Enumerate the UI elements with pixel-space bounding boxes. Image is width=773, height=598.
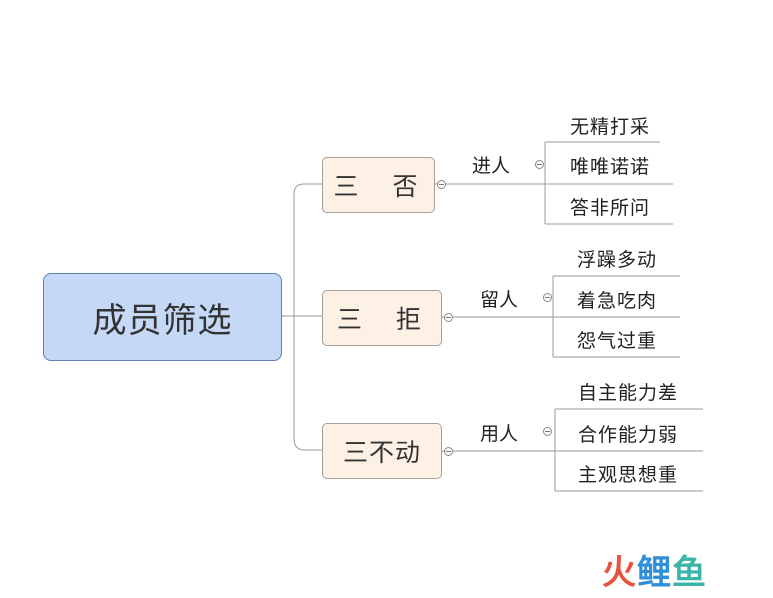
relation-label: 进人 bbox=[472, 155, 511, 177]
leaf-topic[interactable]: 着急吃肉 bbox=[577, 290, 658, 312]
logo-char: 鲤 bbox=[637, 552, 672, 593]
collapse-toggle-icon[interactable] bbox=[444, 313, 453, 322]
logo-char: 鱼 bbox=[672, 552, 707, 593]
root-topic[interactable]: 成员筛选 bbox=[43, 273, 282, 361]
leaf-topic[interactable]: 自主能力差 bbox=[578, 382, 679, 404]
collapse-toggle-icon[interactable] bbox=[535, 160, 544, 169]
branch-topic-label: 三 否 bbox=[333, 172, 424, 201]
leaf-topic[interactable]: 答非所问 bbox=[570, 197, 651, 219]
leaf-topic[interactable]: 主观思想重 bbox=[578, 464, 679, 486]
collapse-toggle-icon[interactable] bbox=[543, 293, 552, 302]
branch-topic-label: 三 拒 bbox=[337, 305, 427, 334]
branch-topic-2[interactable]: 三 拒 bbox=[322, 290, 442, 346]
relation-label: 用人 bbox=[480, 423, 519, 445]
watermark-logo: 火 鲤 鱼 bbox=[602, 548, 707, 593]
leaf-topic[interactable]: 无精打采 bbox=[570, 116, 651, 138]
relation-label: 留人 bbox=[480, 289, 519, 311]
leaf-topic[interactable]: 浮躁多动 bbox=[577, 249, 658, 271]
collapse-toggle-icon[interactable] bbox=[543, 427, 552, 436]
collapse-toggle-icon[interactable] bbox=[444, 447, 453, 456]
collapse-toggle-icon[interactable] bbox=[437, 180, 446, 189]
branch-topic-label: 三不动 bbox=[342, 438, 421, 467]
leaf-topic[interactable]: 怨气过重 bbox=[577, 330, 658, 352]
root-topic-label: 成员筛选 bbox=[92, 300, 233, 341]
leaf-topic[interactable]: 唯唯诺诺 bbox=[570, 156, 651, 178]
branch-topic-3[interactable]: 三不动 bbox=[322, 423, 442, 479]
leaf-topic[interactable]: 合作能力弱 bbox=[578, 424, 679, 446]
branch-topic-1[interactable]: 三 否 bbox=[322, 157, 435, 213]
logo-char: 火 bbox=[602, 552, 637, 593]
